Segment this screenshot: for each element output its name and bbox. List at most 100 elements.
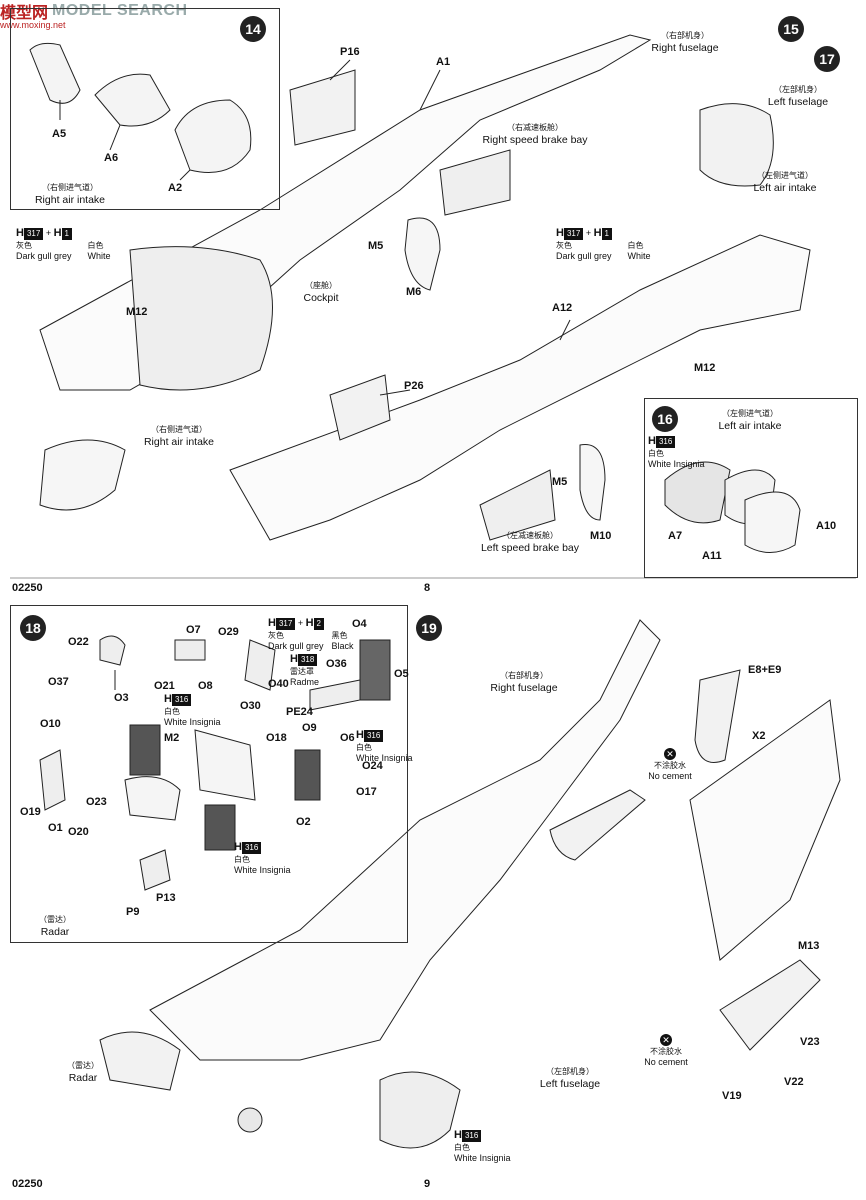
caption-zh: （右侧进气道） <box>42 183 98 192</box>
part-label: O24 <box>362 760 383 772</box>
label-zh: （座舱） <box>305 281 337 290</box>
label-zh: （左部机身） <box>774 85 822 94</box>
part-label: M2 <box>164 732 180 744</box>
page-number: 8 <box>424 582 431 594</box>
paint-chip: 316 <box>171 694 192 706</box>
part-label: O18 <box>266 732 287 744</box>
part-label: O2 <box>296 816 311 828</box>
label-en: Radar <box>68 1072 98 1084</box>
step-16-panel <box>644 398 858 578</box>
no-cement-note-2: ✕ 不涂胶水 No cement <box>636 1034 696 1068</box>
paint-en: White Insignia <box>234 865 291 875</box>
step-18-panel <box>10 605 408 943</box>
caption-zh: （雷达） <box>39 915 71 924</box>
step-19-number: 19 <box>416 615 442 641</box>
label-left-air-intake: （左侧进气道） Left air intake <box>740 170 830 194</box>
no-glue-icon: ✕ <box>664 748 676 760</box>
part-label: M12 <box>694 362 716 374</box>
label-right-air-intake: （右侧进气道） Right air intake <box>134 424 224 448</box>
part-label: O5 <box>394 668 409 680</box>
paint-zh: 白色 <box>627 241 644 250</box>
part-label: P9 <box>126 906 140 918</box>
caption-en: Right air intake <box>34 194 106 206</box>
label-en: Right air intake <box>143 436 215 448</box>
no-cement-zh: 不涂胶水 <box>650 1047 682 1056</box>
part-label: P16 <box>340 46 360 58</box>
part-label: P13 <box>156 892 176 904</box>
paint-en: Dark gull grey <box>268 641 324 651</box>
part-label: O20 <box>68 826 89 838</box>
part-label: P26 <box>404 380 424 392</box>
part-label: A1 <box>436 56 451 68</box>
label-en: Right speed brake bay <box>482 134 588 146</box>
part-label: O8 <box>198 680 213 692</box>
paint-zh: 灰色 <box>556 241 572 250</box>
paint-en: White Insignia <box>164 717 221 727</box>
paint-zh: 灰色 <box>16 241 32 250</box>
part-label: A5 <box>52 128 67 140</box>
label-right-fuselage: （右部机身） Right fuselage <box>630 30 740 54</box>
paint-zh: 雷达罩 <box>290 667 314 676</box>
paint-en: Radme <box>290 677 320 687</box>
paint-en: Dark gull grey <box>16 251 72 261</box>
watermark-brand-cn: 模型网 <box>0 5 49 22</box>
step-14-panel <box>10 8 280 210</box>
page-number: 9 <box>424 1178 431 1190</box>
catalog-number: 02250 <box>12 582 43 594</box>
catalog-number: 02250 <box>12 1178 43 1190</box>
part-label: A10 <box>816 520 837 532</box>
paint-zh: 黑色 <box>331 631 348 640</box>
part-label: PE24 <box>286 706 313 718</box>
label-en: Left speed brake bay <box>480 542 580 554</box>
label-zh: （左侧进气道） <box>757 171 813 180</box>
label-en: Left fuselage <box>767 96 829 108</box>
paint-zh: 白色 <box>356 743 372 752</box>
step-18-caption: （雷达） Radar <box>30 914 80 938</box>
part-label: O17 <box>356 786 377 798</box>
watermark-url: www.moxing.net <box>0 20 66 30</box>
part-label: M5 <box>552 476 568 488</box>
part-label: V22 <box>784 1076 804 1088</box>
label-en: Right fuselage <box>490 682 558 694</box>
step-14-caption: （右侧进气道） Right air intake <box>30 182 110 206</box>
paint-en: White Insignia <box>356 753 413 763</box>
paint-zh: 白色 <box>454 1143 470 1152</box>
part-label: M12 <box>126 306 148 318</box>
label-zh: （右部机身） <box>500 671 548 680</box>
step-16-caption: （左侧进气道） Left air intake <box>710 408 790 432</box>
part-label: M6 <box>406 286 422 298</box>
part-label: O6 <box>340 732 355 744</box>
label-en: Left fuselage <box>539 1078 601 1090</box>
part-label: O36 <box>326 658 347 670</box>
label-radar-19: （雷达） Radar <box>58 1060 108 1084</box>
part-label: A6 <box>104 152 119 164</box>
label-left-fuselage-19: （左部机身） Left fuselage <box>530 1066 610 1090</box>
watermark: 模型网 MODEL SEARCH www.moxing.net <box>0 0 188 30</box>
label-cockpit: （座舱） Cockpit <box>296 280 346 304</box>
part-label: X2 <box>752 730 766 742</box>
part-label: A2 <box>168 182 183 194</box>
step-14-number: 14 <box>240 16 266 42</box>
paint-chip: 316 <box>461 1130 482 1142</box>
caption-zh: （左侧进气道） <box>722 409 778 418</box>
step-17-number: 17 <box>814 46 840 72</box>
label-left-speed-brake-bay: （左减速板舱） Left speed brake bay <box>470 530 590 554</box>
paint-zh: 白色 <box>648 449 664 458</box>
paint-chip: 317 <box>563 228 584 240</box>
no-cement-note: ✕ 不涂胶水 No cement <box>640 748 700 782</box>
paint-chip: 316 <box>241 842 262 854</box>
caption-en: Radar <box>40 926 70 938</box>
part-label: O9 <box>302 722 317 734</box>
part-label: O19 <box>20 806 41 818</box>
paint-zh: 白色 <box>87 241 104 250</box>
part-label: O23 <box>86 796 107 808</box>
part-label: O37 <box>48 676 69 688</box>
